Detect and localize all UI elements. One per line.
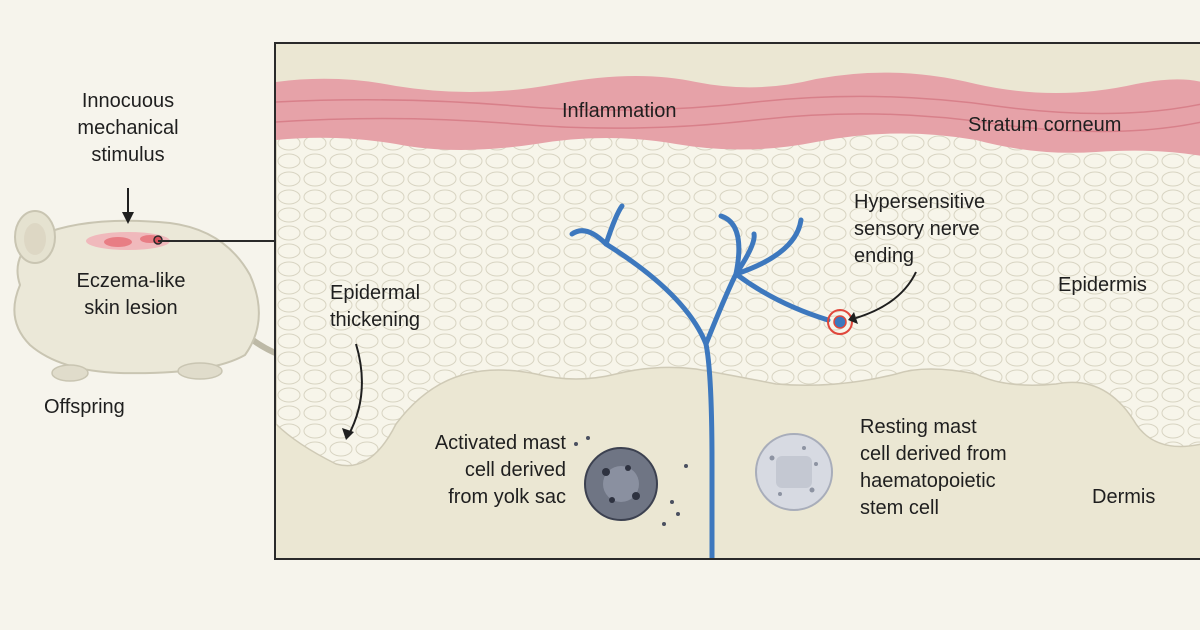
nerve-ending-arrow bbox=[855, 271, 917, 319]
thickening-arrow bbox=[347, 343, 363, 437]
mouse-illustration bbox=[13, 210, 280, 382]
connector-line bbox=[158, 240, 276, 242]
epidermis-label: Epidermis bbox=[1058, 274, 1147, 296]
mouse-icon bbox=[13, 210, 280, 382]
dermis-label: Dermis bbox=[1092, 486, 1156, 508]
offspring-label: Offspring bbox=[44, 396, 125, 418]
lesion-label: Eczema-like skin lesion bbox=[76, 270, 186, 319]
activated-mast-cell-icon bbox=[574, 436, 688, 526]
stimulus-arrow bbox=[122, 188, 134, 224]
nerve-ending-icon bbox=[827, 309, 853, 335]
resting-mast-cell-label: Resting mast cell derived from haematopo… bbox=[860, 416, 1007, 519]
inflammation-label: Inflammation bbox=[562, 100, 677, 122]
activated-mast-cell-label: Activated mast cell derived from yolk sa… bbox=[434, 432, 566, 508]
stimulus-label: Innocuous mechanical stimulus bbox=[77, 90, 179, 166]
skin-cross-section-panel: Inflammation Stratum corneum Hypersensit… bbox=[274, 42, 1200, 560]
stratum-corneum-layer bbox=[276, 72, 1200, 156]
epidermal-thickening-label: Epidermal thickening bbox=[330, 282, 421, 331]
hypersensitive-label: Hypersensitive sensory nerve ending bbox=[854, 191, 986, 267]
resting-mast-cell-icon bbox=[755, 433, 833, 511]
nerve-fiber-icon bbox=[569, 203, 831, 558]
stratum-corneum-label: Stratum corneum bbox=[968, 114, 1122, 136]
